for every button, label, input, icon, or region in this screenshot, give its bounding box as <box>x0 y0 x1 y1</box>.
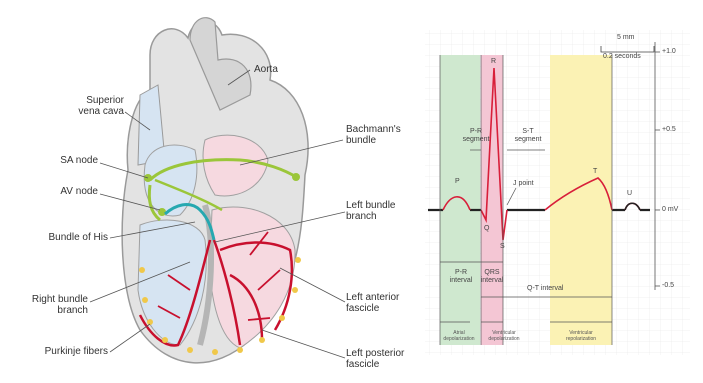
label-bachmanns-bundle: Bachmann's bundle <box>346 124 401 146</box>
wave-t: T <box>593 168 597 176</box>
label-sa-node: SA node <box>30 155 98 166</box>
wave-r: R <box>491 58 496 66</box>
wave-u: U <box>627 190 632 198</box>
label-ventricular-depolarization: Ventricular depolarization <box>477 330 531 342</box>
label-pr-segment: P-R segment <box>458 128 494 144</box>
label-right-bundle-branch: Right bundle branch <box>14 294 88 316</box>
label-left-posterior-fascicle: Left posterior fascicle <box>346 348 404 370</box>
wave-p: P <box>455 178 460 186</box>
label-j-point: J point <box>513 180 534 188</box>
scale-time: 5 mm <box>617 34 635 42</box>
label-atrial-depolarization: Atrial depolarization <box>436 330 482 342</box>
label-qt-interval: Q-T interval <box>527 285 563 293</box>
label-left-bundle-branch: Left bundle branch <box>346 200 396 222</box>
label-pr-interval: P-R interval <box>442 269 480 285</box>
label-qrs-interval: QRS interval <box>479 269 505 285</box>
label-purkinje-fibers: Purkinje fibers <box>14 346 108 357</box>
label-superior-vena-cava: Superior vena cava <box>58 95 124 117</box>
scale-seconds: 0.2 seconds <box>603 53 641 61</box>
wave-s: S <box>500 243 505 251</box>
y-tick-minus-05: -0.5 <box>662 282 674 290</box>
label-av-node: AV node <box>30 186 98 197</box>
y-tick-0: 0 mV <box>662 206 678 214</box>
wave-q: Q <box>484 225 489 233</box>
label-bundle-of-his: Bundle of His <box>14 232 108 243</box>
atrial-band <box>440 55 480 345</box>
y-tick-plus-1: +1.0 <box>662 48 676 56</box>
label-ventricular-repolarization: Ventricular repolarization <box>552 330 610 342</box>
y-tick-plus-05: +0.5 <box>662 126 676 134</box>
label-aorta: Aorta <box>254 64 278 75</box>
label-left-anterior-fascicle: Left anterior fascicle <box>346 292 399 314</box>
label-st-segment: S-T segment <box>510 128 546 144</box>
